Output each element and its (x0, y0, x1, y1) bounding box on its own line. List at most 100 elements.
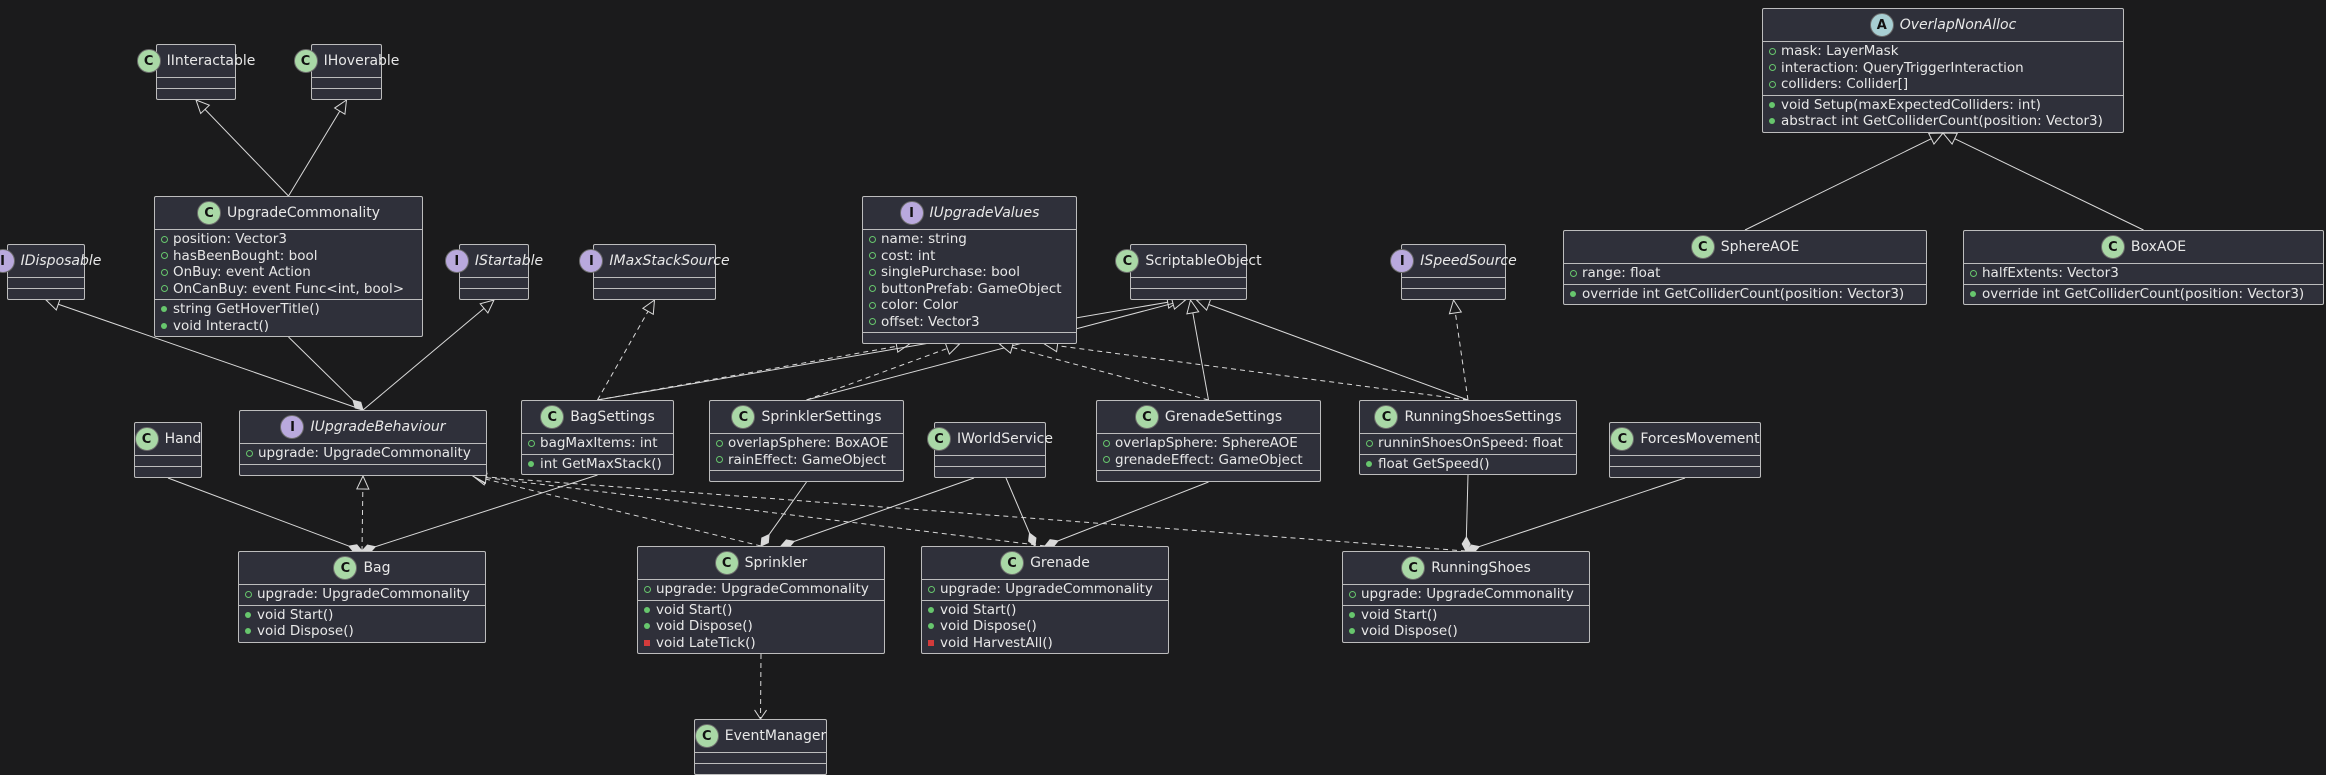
edge-implements-running-shoes-settings-to-i-upgrade-values (1043, 339, 1469, 401)
class-name: ForcesMovement (1640, 431, 1760, 447)
class-header: C BoxAOE (1964, 231, 2323, 263)
inheritance-arrowhead-icon (1195, 298, 1212, 312)
method-row: int GetMaxStack() (522, 456, 673, 473)
class-badge-icon: C (134, 427, 159, 451)
field-visibility-icon (161, 285, 173, 293)
method-row: override int GetColliderCount(position: … (1964, 286, 2323, 303)
class-name: EventManager (724, 728, 827, 744)
method-section (863, 332, 1076, 343)
edge-extends-i-upgrade-behaviour-to-i-startable (362, 299, 495, 411)
field-section: bagMaxItems: int (522, 433, 673, 454)
field-row: interaction: QueryTriggerInteraction (1763, 60, 2123, 77)
public-visibility-icon (245, 628, 257, 635)
method-row: string GetHoverTitle() (155, 301, 422, 318)
field-text: upgrade: UpgradeCommonality (940, 581, 1153, 598)
inheritance-arrowhead-icon (1448, 298, 1463, 315)
class-name: IMaxStackSource (609, 253, 730, 269)
class-badge-icon: C (714, 551, 739, 575)
field-row: bagMaxItems: int (522, 435, 673, 452)
method-section (1610, 466, 1760, 477)
method-text: void Dispose() (1361, 623, 1458, 640)
field-visibility-icon (869, 235, 881, 243)
class-name: OverlapNonAlloc (1899, 17, 2017, 33)
field-visibility-icon (869, 268, 881, 276)
class-name: ScriptableObject (1145, 253, 1262, 269)
method-row: void HarvestAll() (922, 635, 1168, 652)
abstract-badge-icon: A (1869, 13, 1894, 37)
field-text: overlapSphere: SphereAOE (1115, 435, 1298, 452)
class-name: Bag (363, 560, 391, 576)
field-text: range: float (1582, 265, 1661, 282)
method-section (312, 88, 381, 99)
field-text: mask: LayerMask (1781, 43, 1899, 60)
field-section: upgrade: UpgradeCommonality (1343, 584, 1589, 605)
public-visibility-icon (1349, 628, 1361, 635)
class-name: BoxAOE (2130, 239, 2187, 255)
method-section (695, 763, 826, 774)
field-row: buttonPrefab: GameObject (863, 281, 1076, 298)
field-section (157, 77, 235, 88)
private-visibility-icon (644, 639, 656, 646)
edge-extends-upgrade-commonality-to-i-interactable (195, 99, 289, 197)
field-row: colliders: Collider[] (1763, 76, 2123, 93)
class-name: BagSettings (570, 409, 655, 425)
field-row: upgrade: UpgradeCommonality (638, 581, 884, 598)
field-visibility-icon (1366, 439, 1378, 447)
edge-implements-sprinkler-to-i-upgrade-behaviour (471, 472, 762, 547)
class-badge-icon: C (2100, 235, 2125, 259)
class-badge-icon: C (1610, 427, 1635, 451)
field-row: overlapSphere: SphereAOE (1097, 435, 1320, 452)
class-name: IUpgradeBehaviour (310, 419, 446, 435)
field-section (8, 277, 84, 288)
edge-extends-upgrade-commonality-to-i-hoverable (288, 98, 348, 197)
public-visibility-icon (245, 611, 257, 618)
class-name: IInteractable (166, 53, 256, 69)
class-badge-icon: C (1374, 405, 1399, 429)
class-name: IStartable (474, 253, 544, 269)
method-text: void Dispose() (656, 618, 753, 635)
class-header: A OverlapNonAlloc (1763, 9, 2123, 41)
field-visibility-icon (869, 301, 881, 309)
edge-composition-upgrade-commonality-to-i-upgrade-behaviour (288, 336, 364, 411)
class-badge-icon: C (731, 405, 756, 429)
field-row: cost: int (863, 248, 1076, 265)
method-row: void Start() (638, 602, 884, 619)
field-visibility-icon (716, 439, 728, 447)
method-section: void Start()void Dispose() (239, 604, 485, 642)
class-badge-icon: C (293, 49, 318, 73)
field-text: name: string (881, 231, 967, 248)
field-text: hasBeenBought: bool (173, 247, 318, 264)
field-text: upgrade: UpgradeCommonality (1361, 586, 1574, 603)
edge-implements-running-shoes-to-i-upgrade-behaviour (471, 470, 1467, 552)
field-text: upgrade: UpgradeCommonality (258, 445, 471, 462)
field-section (935, 455, 1045, 466)
method-row: void Dispose() (638, 618, 884, 635)
class-name: UpgradeCommonality (226, 205, 381, 221)
field-visibility-icon (716, 456, 728, 464)
method-text: override int GetColliderCount(position: … (1582, 285, 1905, 302)
method-section (935, 466, 1045, 477)
field-row: grenadeEffect: GameObject (1097, 452, 1320, 469)
class-name: GrenadeSettings (1164, 409, 1283, 425)
field-row: runninShoesOnSpeed: float (1360, 435, 1576, 452)
method-section (8, 288, 84, 299)
field-section (1131, 277, 1246, 288)
method-row: void Dispose() (1343, 623, 1589, 640)
edge-extends-grenade-settings-to-scriptable-object (1186, 298, 1209, 401)
